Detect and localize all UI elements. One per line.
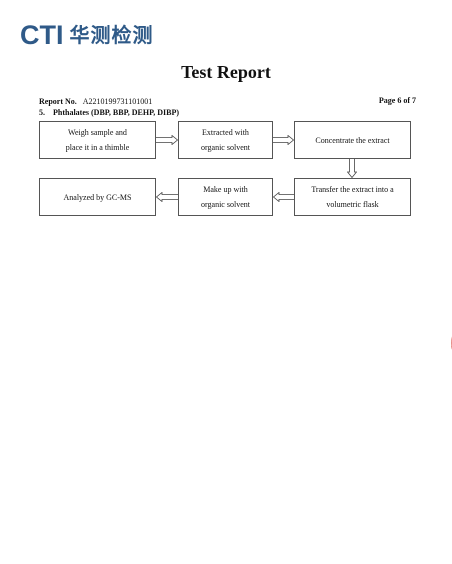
arrow-left-2-icon	[156, 192, 178, 202]
step-6-line1: Analyzed by GC-MS	[63, 192, 132, 202]
page-number: Page 6 of 7	[378, 96, 416, 105]
step-2-line2: organic solvent	[201, 143, 250, 152]
step-1-line1: Weigh sample and	[68, 128, 127, 137]
step-transfer: Transfer the extract into a volumetric fl…	[294, 178, 411, 216]
seal-stamp-icon	[451, 337, 452, 350]
step-4-line2: volumetric flask	[326, 200, 379, 209]
logo-brand-text: CTI	[20, 20, 64, 50]
arrow-right-2-icon	[273, 135, 294, 145]
report-number-value: A2210199731101001	[82, 97, 153, 106]
step-1-line2: place it in a thimble	[65, 143, 130, 152]
step-4-line1: Transfer the extract into a	[311, 185, 394, 194]
report-number: Report No. A2210199731101001	[39, 97, 152, 106]
section-heading: 5. Phthalates (DBP, BBP, DEHP, DIBP)	[39, 108, 179, 117]
step-2-line1: Extracted with	[202, 128, 249, 137]
step-3-line1: Concentrate the extract	[315, 135, 390, 145]
step-extract: Extracted with organic solvent	[178, 121, 273, 159]
section-title: Phthalates (DBP, BBP, DEHP, DIBP)	[53, 108, 180, 117]
page-title: Test Report	[181, 62, 271, 82]
arrow-left-1-icon	[273, 192, 294, 202]
step-weigh-sample: Weigh sample and place it in a thimble	[39, 121, 156, 159]
step-5-line1: Make up with	[203, 185, 248, 194]
step-concentrate: Concentrate the extract	[294, 121, 411, 159]
logo-chinese-text: 华测检测	[69, 25, 154, 47]
arrow-down-icon	[347, 159, 357, 178]
step-analyze: Analyzed by GC-MS	[39, 178, 156, 216]
step-5-line2: organic solvent	[201, 200, 250, 209]
step-make-up: Make up with organic solvent	[178, 178, 273, 216]
arrow-right-1-icon	[156, 135, 178, 145]
section-number: 5.	[39, 108, 45, 117]
report-number-label: Report No.	[39, 97, 77, 106]
